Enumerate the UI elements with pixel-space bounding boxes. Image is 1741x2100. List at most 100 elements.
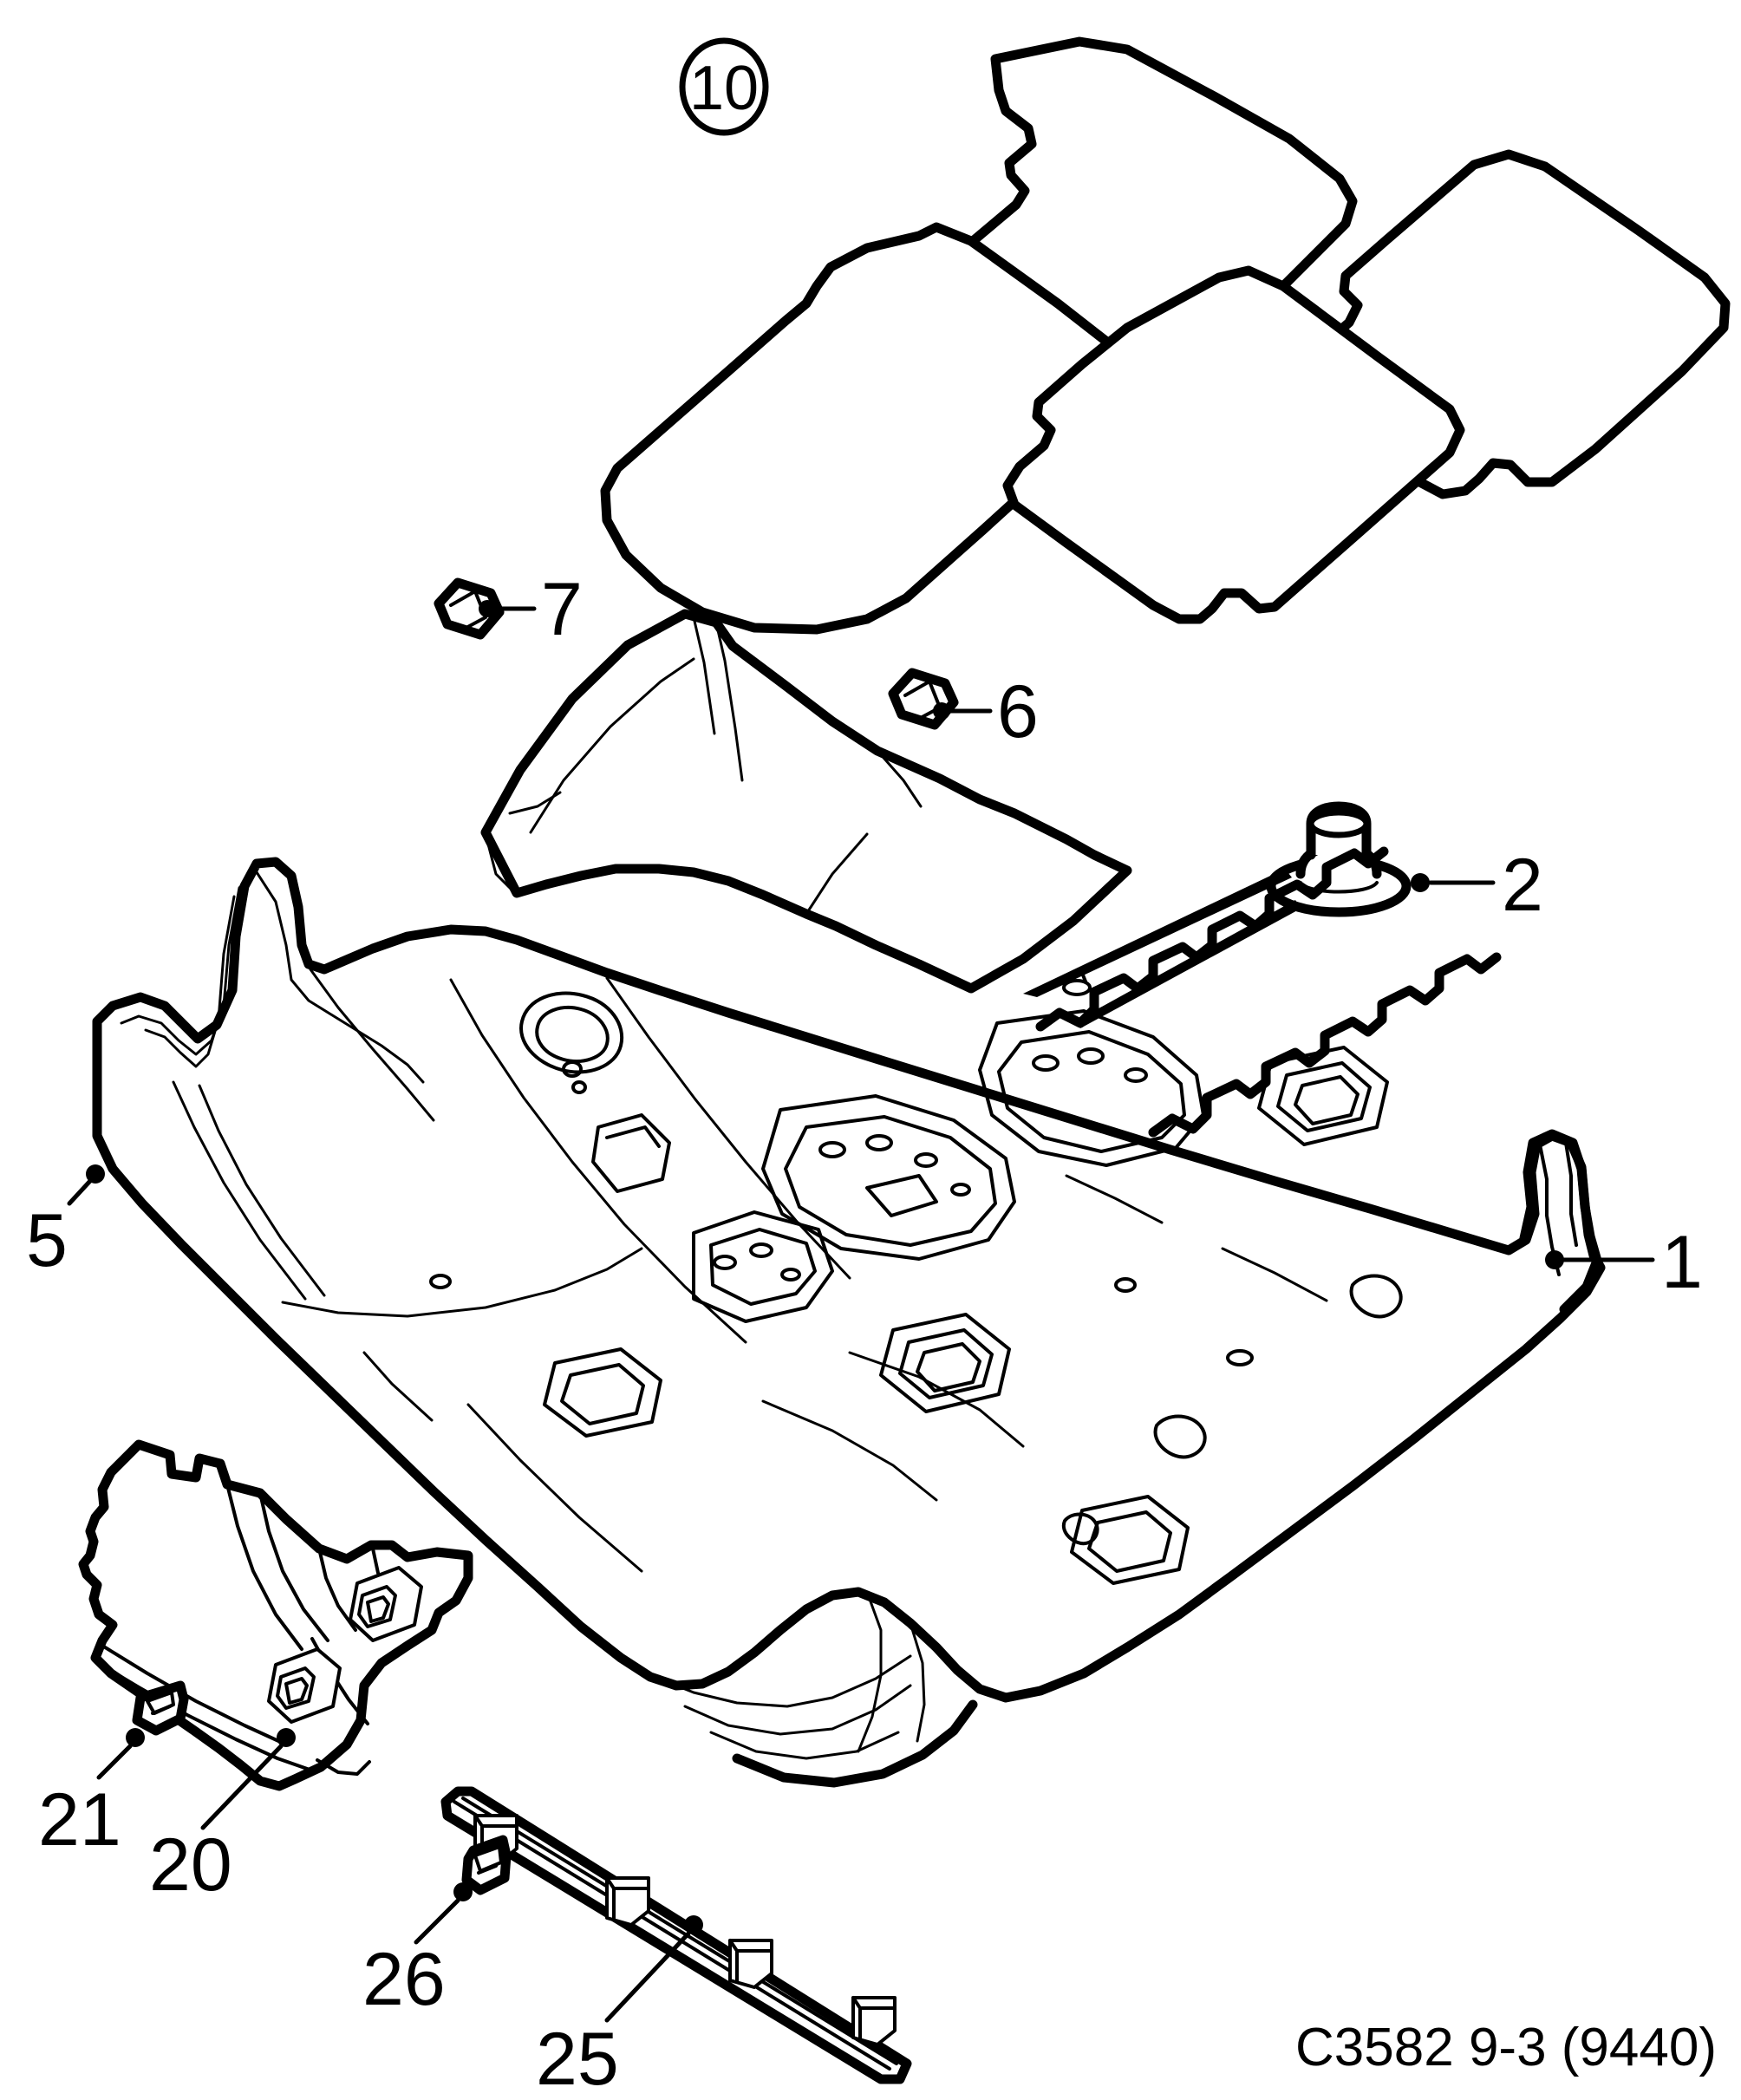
- carpet-left-panel-edge: [255, 871, 425, 1084]
- carpet-hole-d: [1226, 1349, 1254, 1366]
- carpet-seat-mount-cutout-2: [879, 1313, 1011, 1413]
- sill-molding-tab-2: [605, 1876, 650, 1927]
- callout-10-circle: [679, 37, 769, 136]
- callout-10-group: 10: [679, 37, 769, 136]
- carpet-sill-castellation-lower: [1148, 952, 1502, 1138]
- grommet-knob-top: [1307, 809, 1370, 838]
- carpet-left-arch-inner: [120, 869, 257, 1056]
- carpet-hole-c: [1061, 1512, 1099, 1546]
- callout-26-label: 26: [362, 1938, 446, 2021]
- carpet-seat-mount-cutout-1: [1257, 1046, 1389, 1146]
- cowl-trim-fold-c: [317, 1547, 357, 1632]
- sill-molding-highlight: [461, 1797, 898, 2065]
- carpet-left-arc: [281, 1247, 643, 1318]
- sill-molding-clip-26: 26: [362, 1835, 512, 2021]
- carpet-grommet-hole-a: [1062, 971, 1092, 996]
- callout-10-label: 10: [689, 54, 759, 123]
- callout-5-dot: [86, 1164, 105, 1184]
- carpet-seat-rail-detail-left: [692, 1210, 834, 1323]
- clip-7-edge-a: [449, 590, 477, 607]
- carpet-tunnel-cutout-a-inner: [605, 1125, 661, 1148]
- carpet-left-lower-fold: [172, 1080, 307, 1301]
- carpet-rear-riser-fold-b: [714, 621, 744, 782]
- carpet-rear-riser-fold-g: [876, 749, 923, 808]
- carpet-tunnel-right-edge: [605, 976, 851, 1280]
- carpet-seat-rail-detail-center: [761, 1094, 1016, 1261]
- callout-21-label: 21: [38, 1778, 121, 1862]
- carpet-hole-e: [1114, 1277, 1137, 1293]
- callout-2-dot: [1411, 873, 1430, 892]
- door-sill-molding: 25: [440, 1786, 912, 2100]
- clip-26-inner-b: [477, 1864, 498, 1875]
- carpet-sill-castellation-upper: [1035, 846, 1389, 1032]
- carpet-rear-riser-fold-d: [508, 791, 562, 815]
- clip-7-body: [434, 577, 505, 640]
- carpet-rib-5: [1221, 1247, 1328, 1302]
- clip-21-inner-b: [151, 1705, 172, 1715]
- callout-20-dot: [277, 1728, 296, 1747]
- callout-21-leader: [96, 1744, 133, 1780]
- callout-25-leader: [604, 1931, 691, 2023]
- cowl-trim-fold-b: [258, 1491, 329, 1642]
- grommet-arrow-upper: [1023, 869, 1292, 997]
- carpet-rear-riser-fold-e: [484, 832, 517, 895]
- cowl-side-trim-panel: 20: [78, 1439, 473, 1907]
- carpet-front-lip-c: [709, 1731, 900, 1760]
- callout-25-label: 25: [536, 2018, 619, 2100]
- cowl-trim-clip-tab-b: [267, 1647, 342, 1724]
- callout-1-label: 1: [1661, 1221, 1703, 1304]
- carpet-rib-3: [466, 1403, 643, 1573]
- carpet-rear-riser: [480, 609, 1132, 994]
- diagram-caption: C3582 9-3 (9440): [1295, 2018, 1717, 2077]
- callout-7-dot: [479, 600, 496, 617]
- carpet-hole-b: [1153, 1414, 1207, 1459]
- grommet-arrow-lower: [1075, 900, 1301, 1028]
- callout-6-dot: [933, 702, 950, 720]
- clip-7-edge-b: [461, 590, 487, 631]
- sill-molding-tab-3: [728, 1939, 773, 1989]
- carpet-left-panel-edge2: [309, 968, 435, 1122]
- carpet-rib-1: [848, 1351, 1025, 1448]
- carpet-seat-mount-cutout-3: [543, 1347, 662, 1438]
- cowl-trim-fold-a: [225, 1483, 303, 1651]
- callout-21-dot: [126, 1728, 145, 1747]
- clip-item-6: 6: [888, 668, 1039, 753]
- cowl-trim-tip: [316, 1758, 371, 1776]
- carpet-seat-mount-cutout-4: [1070, 1495, 1190, 1585]
- carpet-rear-riser-fold-f: [805, 832, 869, 916]
- carpet-seat-rail-detail-right: [978, 1009, 1205, 1167]
- callout-5-label: 5: [26, 1199, 68, 1282]
- callout-26-leader: [414, 1898, 460, 1945]
- carpet-rib-4: [362, 1351, 434, 1422]
- carpet-front-rib-b: [909, 1621, 926, 1743]
- carpet-hole-f: [429, 1274, 452, 1289]
- carpet-rear-riser-fold-c: [692, 616, 716, 735]
- trim-panel-clip-21: 21: [38, 1680, 189, 1862]
- carpet-tunnel-left-edge: [449, 978, 747, 1344]
- floor-mat-set: [600, 36, 1731, 635]
- cowl-trim-clip-tab-a: [349, 1566, 423, 1642]
- clip-21-inner-a: [146, 1691, 175, 1715]
- callout-26-dot: [453, 1882, 473, 1901]
- grommet-item-2: 2: [878, 801, 1543, 1117]
- cowl-trim-lower-edge2: [101, 1644, 288, 1746]
- callout-6-label: 6: [997, 670, 1039, 753]
- sill-molding-tab-4: [851, 1996, 897, 2046]
- clip-item-7: 7: [434, 568, 583, 651]
- carpet-rib-6: [1065, 1174, 1164, 1224]
- sill-molding-top-edge: [453, 1800, 891, 2071]
- main-floor-carpet: 1: [92, 609, 1703, 1788]
- callout-20-label: 20: [149, 1823, 232, 1907]
- clip-26-inner-a: [473, 1845, 503, 1873]
- callout-1-dot: [1545, 1250, 1564, 1269]
- floor-mat-front-left: [1002, 265, 1465, 624]
- clip-21-body: [132, 1680, 189, 1736]
- carpet-front-lip-d: [732, 1699, 978, 1788]
- cowl-trim-lower-edge: [94, 1660, 314, 1772]
- carpet-left-lower-fold2: [198, 1084, 326, 1297]
- carpet-front-lip-a: [657, 1654, 912, 1708]
- clip-26-body: [461, 1835, 512, 1895]
- carpet-front-rib-a: [857, 1590, 883, 1753]
